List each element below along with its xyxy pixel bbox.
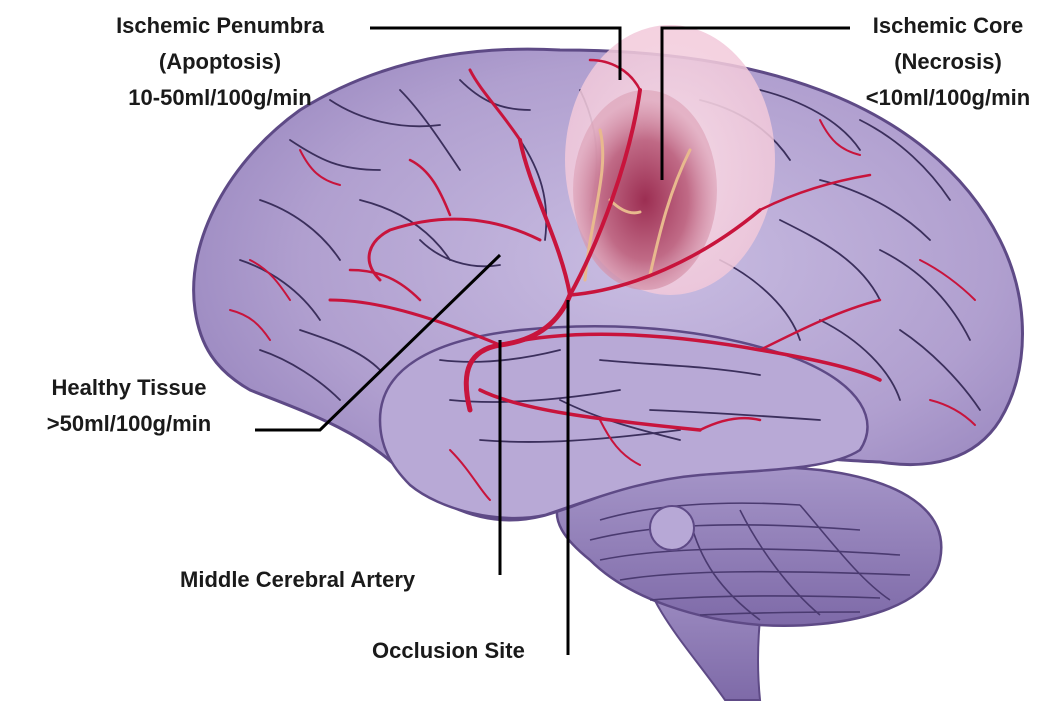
core-subtitle: (Necrosis) bbox=[835, 44, 1061, 80]
core-flow: <10ml/100g/min bbox=[835, 80, 1061, 116]
mca-text: Middle Cerebral Artery bbox=[180, 562, 415, 598]
penumbra-subtitle: (Apoptosis) bbox=[70, 44, 370, 80]
core-title: Ischemic Core bbox=[835, 8, 1061, 44]
core-label: Ischemic Core (Necrosis) <10ml/100g/min bbox=[835, 8, 1061, 116]
occlusion-label: Occlusion Site bbox=[372, 633, 525, 669]
mca-label: Middle Cerebral Artery bbox=[180, 562, 415, 598]
healthy-title: Healthy Tissue bbox=[4, 370, 254, 406]
penumbra-title: Ischemic Penumbra bbox=[70, 8, 370, 44]
healthy-flow: >50ml/100g/min bbox=[4, 406, 254, 442]
pons bbox=[650, 506, 694, 550]
ischemic-core-region bbox=[573, 90, 717, 290]
penumbra-label: Ischemic Penumbra (Apoptosis) 10-50ml/10… bbox=[70, 8, 370, 116]
healthy-label: Healthy Tissue >50ml/100g/min bbox=[4, 370, 254, 442]
penumbra-flow: 10-50ml/100g/min bbox=[70, 80, 370, 116]
occlusion-text: Occlusion Site bbox=[372, 633, 525, 669]
